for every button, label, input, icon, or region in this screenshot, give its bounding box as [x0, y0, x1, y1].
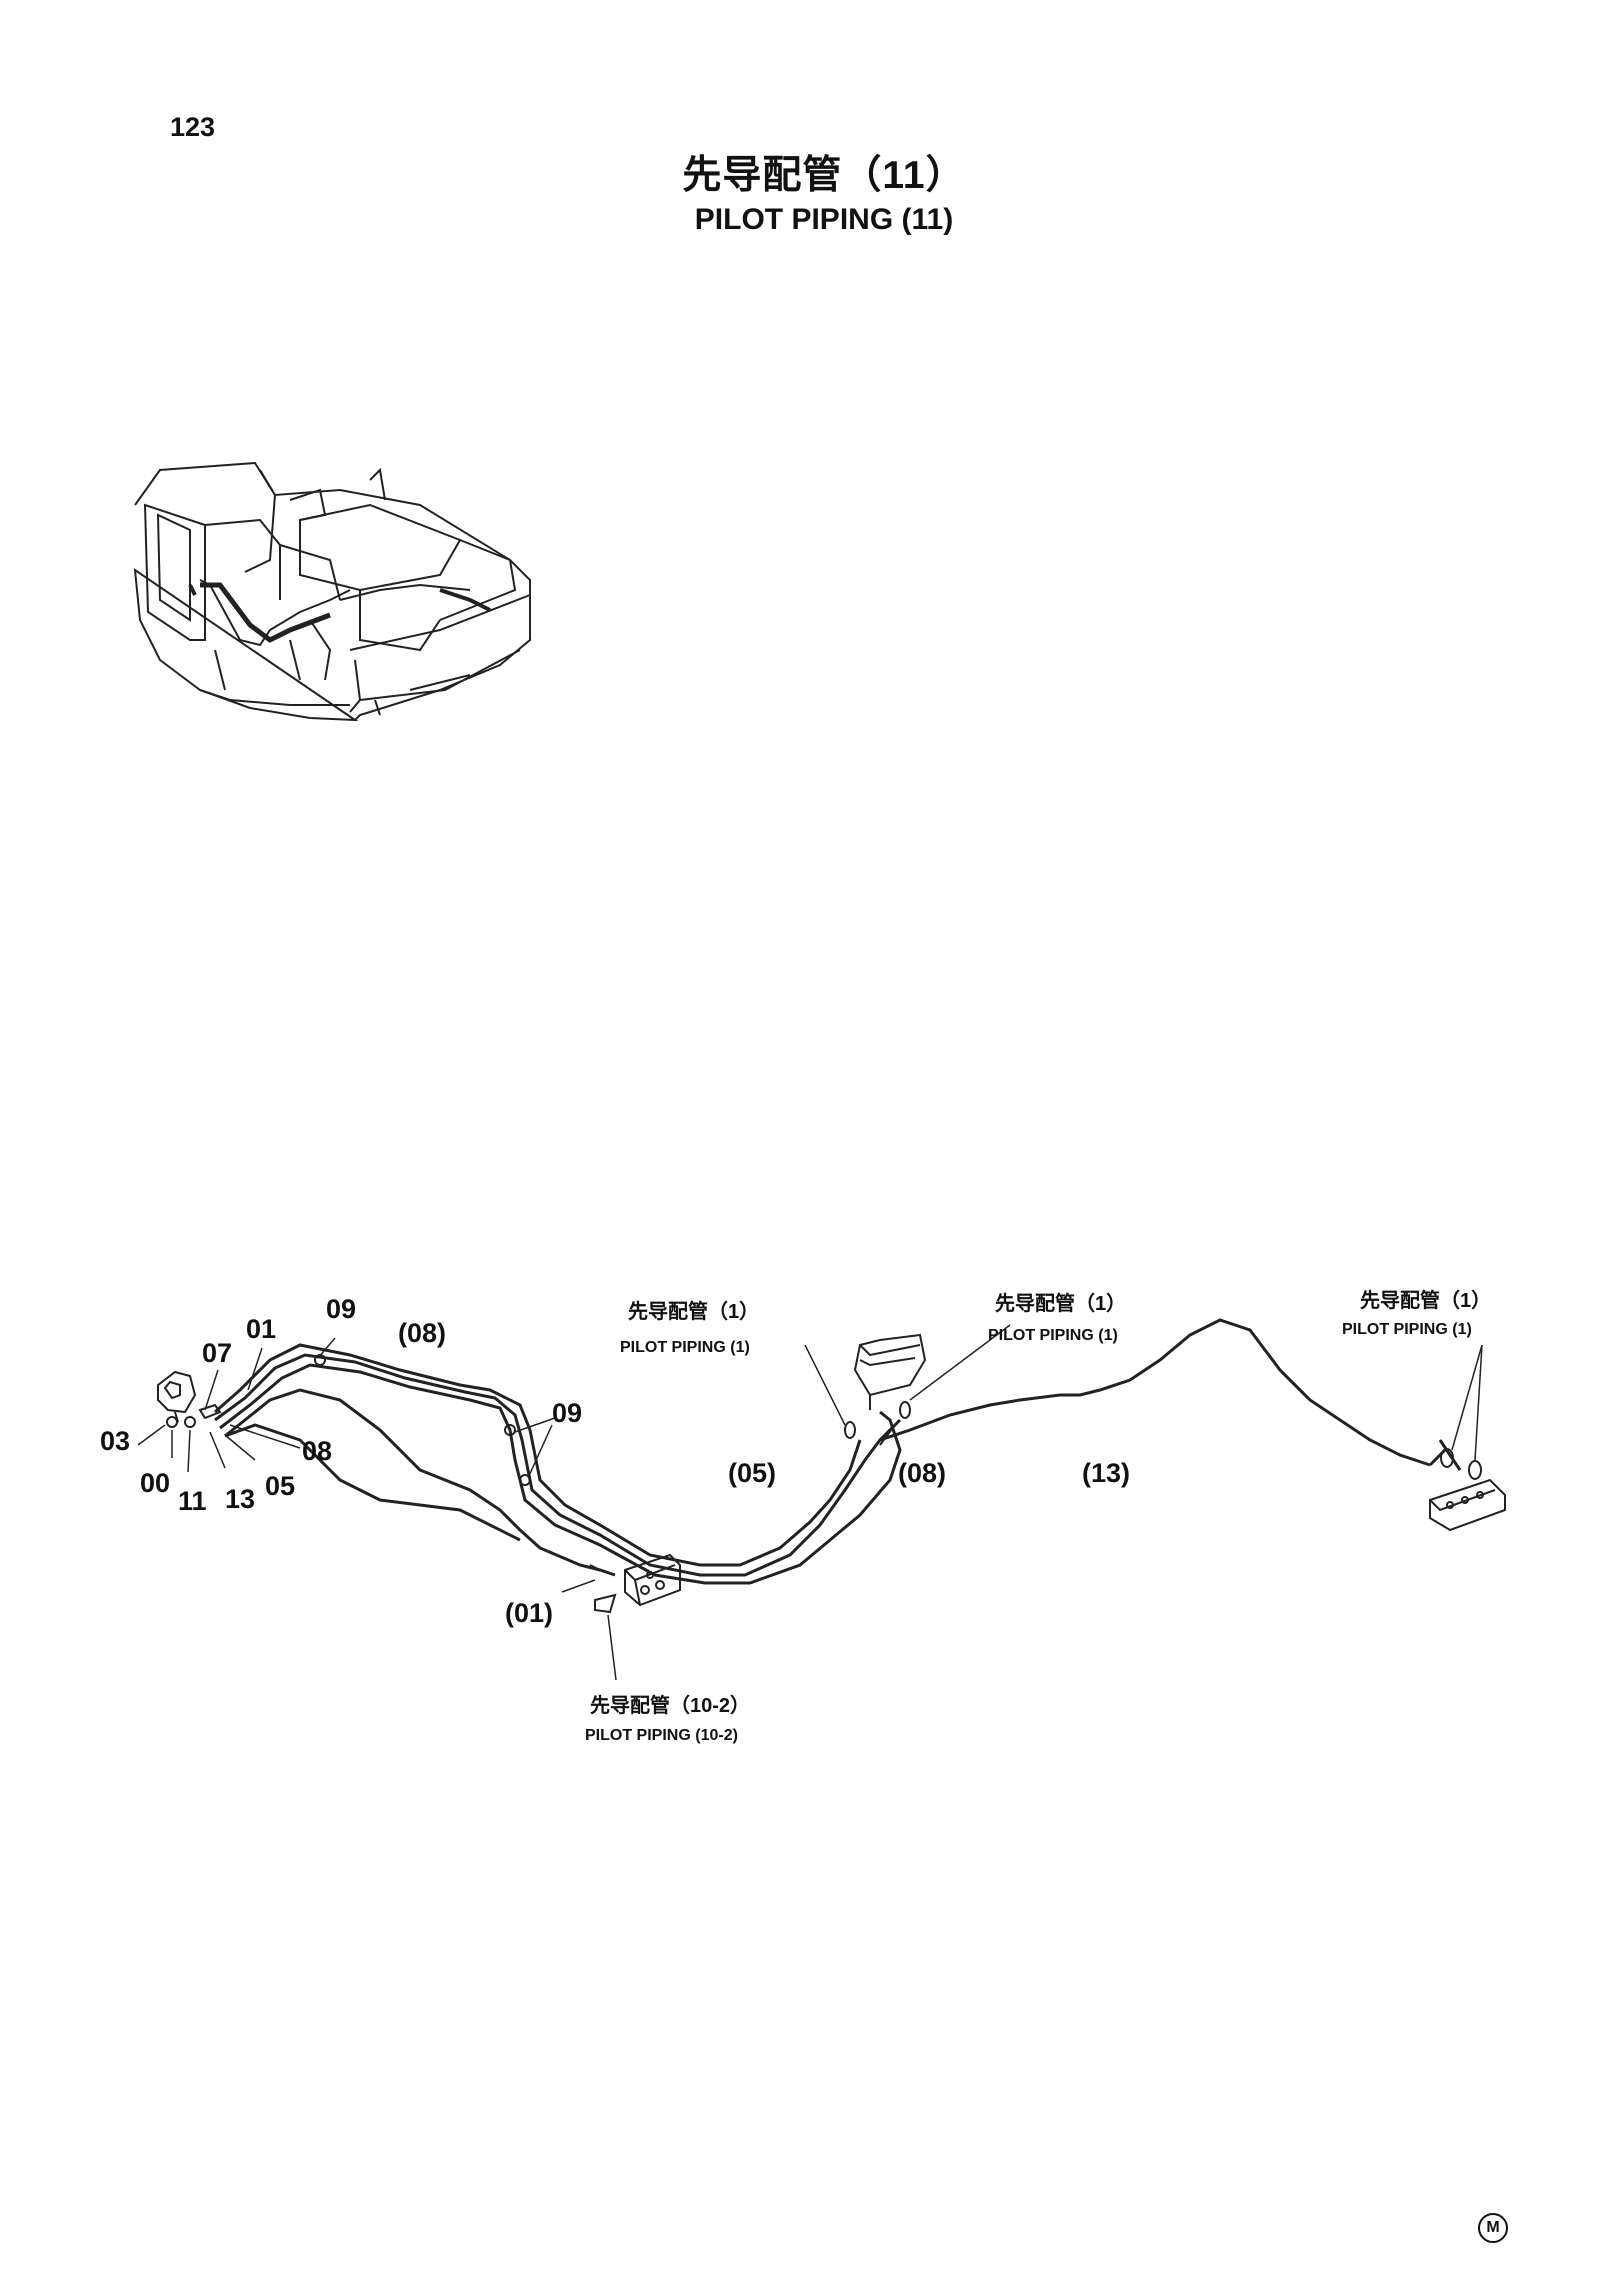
callout-13-paren: (13) [1082, 1458, 1130, 1488]
callout-labels: 03 00 11 13 05 08 07 01 09 (08) 09 (05) … [100, 1294, 1130, 1628]
reference-labels: 先导配管（1） PILOT PIPING (1) 先导配管（1） PILOT P… [585, 1288, 1491, 1744]
callout-09-top: 09 [326, 1294, 356, 1324]
reference-1c-cn: 先导配管（1） [1360, 1288, 1491, 1312]
callout-08-paren: (08) [398, 1318, 446, 1348]
pilot-valve-left [157, 1370, 222, 1428]
pilot-valve-lower [589, 1553, 681, 1614]
page-title-en: PILOT PIPING (11) [694, 203, 954, 236]
reference-1b-cn: 先导配管（1） [995, 1291, 1126, 1315]
manufacturer-mark: M [1478, 2213, 1508, 2243]
pilot-valve-right [1429, 1448, 1506, 1532]
leader-lines [137, 1324, 1483, 1681]
callout-05-paren: (05) [728, 1458, 776, 1488]
reference-10-2-en: PILOT PIPING (10-2) [585, 1727, 738, 1744]
page-title-cn: 先导配管（11） [682, 154, 966, 197]
pilot-valve-center [844, 1333, 927, 1446]
callout-01: 01 [246, 1314, 276, 1344]
callout-13: 13 [225, 1484, 255, 1514]
reference-1b-en: PILOT PIPING (1) [988, 1327, 1118, 1344]
reference-1a-en: PILOT PIPING (1) [620, 1339, 750, 1356]
callout-03: 03 [100, 1426, 130, 1456]
callout-05: 05 [265, 1471, 295, 1501]
callout-07: 07 [202, 1338, 232, 1368]
callout-09-clamp: 09 [552, 1398, 582, 1428]
reference-1a-cn: 先导配管（1） [628, 1299, 759, 1323]
callout-08: 08 [302, 1436, 332, 1466]
excavator-overview-sketch [133, 461, 531, 722]
callout-00: 00 [140, 1468, 170, 1498]
reference-10-2-cn: 先导配管（10-2） [590, 1693, 750, 1717]
hose-routing [157, 1318, 1506, 1614]
reference-1c-en: PILOT PIPING (1) [1342, 1321, 1472, 1338]
callout-08-paren-center: (08) [898, 1458, 946, 1488]
callout-01-paren: (01) [505, 1598, 553, 1628]
page-number: 123 [170, 112, 216, 142]
callout-11: 11 [178, 1486, 207, 1516]
